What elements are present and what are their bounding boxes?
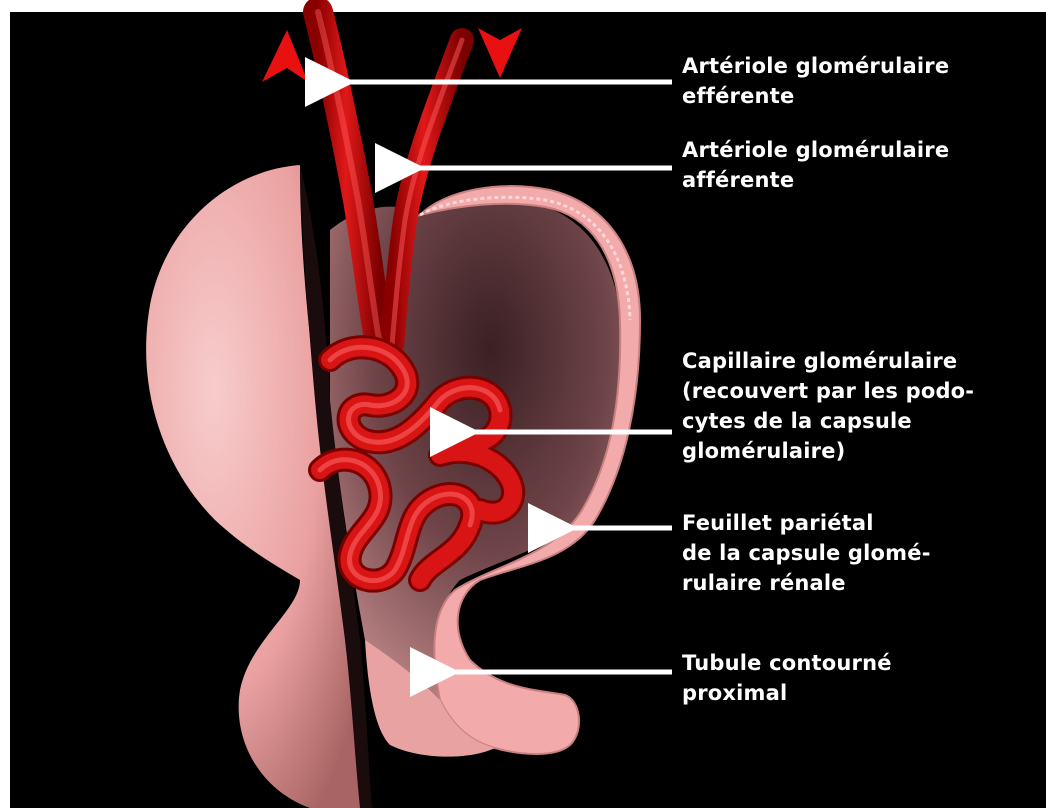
label-parietal-layer: Feuillet pariétal de la capsule glomé- r…: [682, 508, 931, 598]
flow-arrows: [262, 28, 522, 82]
label-afferent-arteriole: Artériole glomérulaire afférente: [682, 135, 949, 195]
label-efferent-arteriole: Artériole glomérulaire efférente: [682, 51, 949, 111]
label-proximal-tubule: Tubule contourné proximal: [682, 648, 892, 708]
label-glomerular-capillary: Capillaire glomérulaire (recouvert par l…: [682, 346, 974, 466]
afferent-flow-arrow: [478, 28, 522, 78]
efferent-flow-arrow: [262, 30, 308, 82]
